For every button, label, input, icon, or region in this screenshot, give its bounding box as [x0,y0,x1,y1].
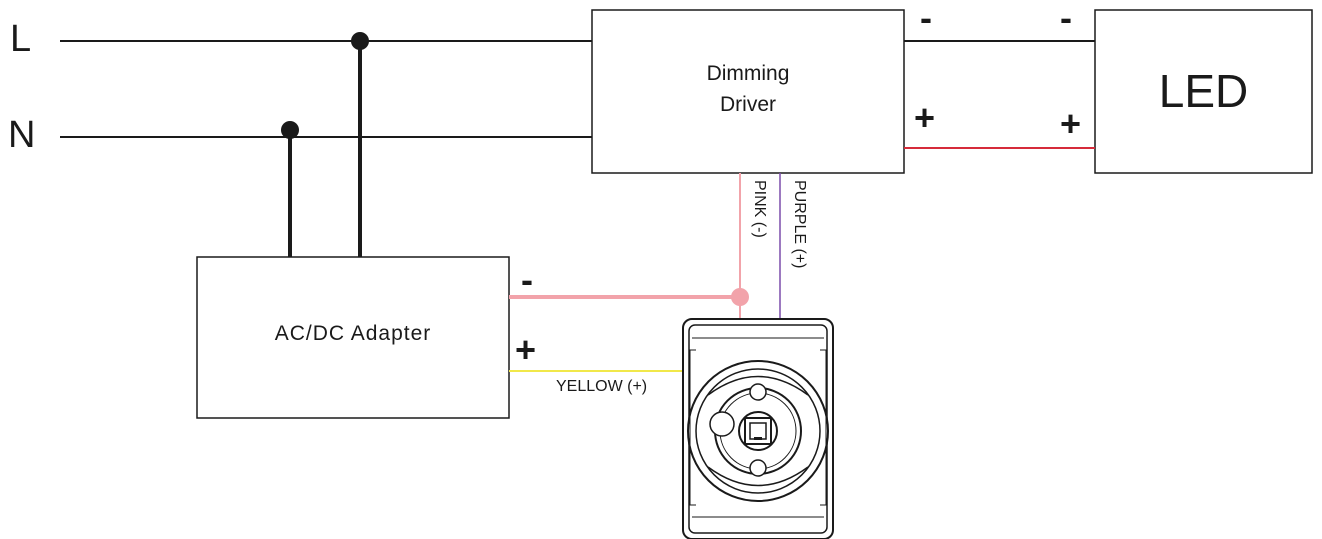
dimming-driver-box [591,9,905,174]
led-label: LED [1158,65,1249,117]
ac-dc-adapter-box [196,256,510,419]
led-box [1094,9,1313,174]
live-junction-dot [351,32,369,50]
yellow-wire-label: YELLOW (+) [556,378,648,395]
pink-junction-dot [731,288,749,306]
driver-minus-sign: - [920,0,932,38]
led-minus-sign: - [1060,0,1072,38]
adapter-minus-sign: - [521,259,533,300]
adapter-label: AC/DC Adapter [274,322,432,345]
adapter-plus-sign: + [515,329,537,370]
neutral-junction-dot [281,121,299,139]
live-label: L [10,18,32,60]
purple-wire-label: PURPLE (+) [791,180,808,269]
sensor-device [682,318,834,539]
driver-title-line2: Driver [720,93,776,116]
driver-title-line1: Dimming [706,62,790,85]
pink-wire-label: PINK (-) [751,180,768,238]
driver-title: Dimming Driver [592,58,904,120]
neutral-label: N [8,114,36,156]
driver-plus-sign: + [914,97,936,138]
led-plus-sign: + [1060,103,1082,144]
